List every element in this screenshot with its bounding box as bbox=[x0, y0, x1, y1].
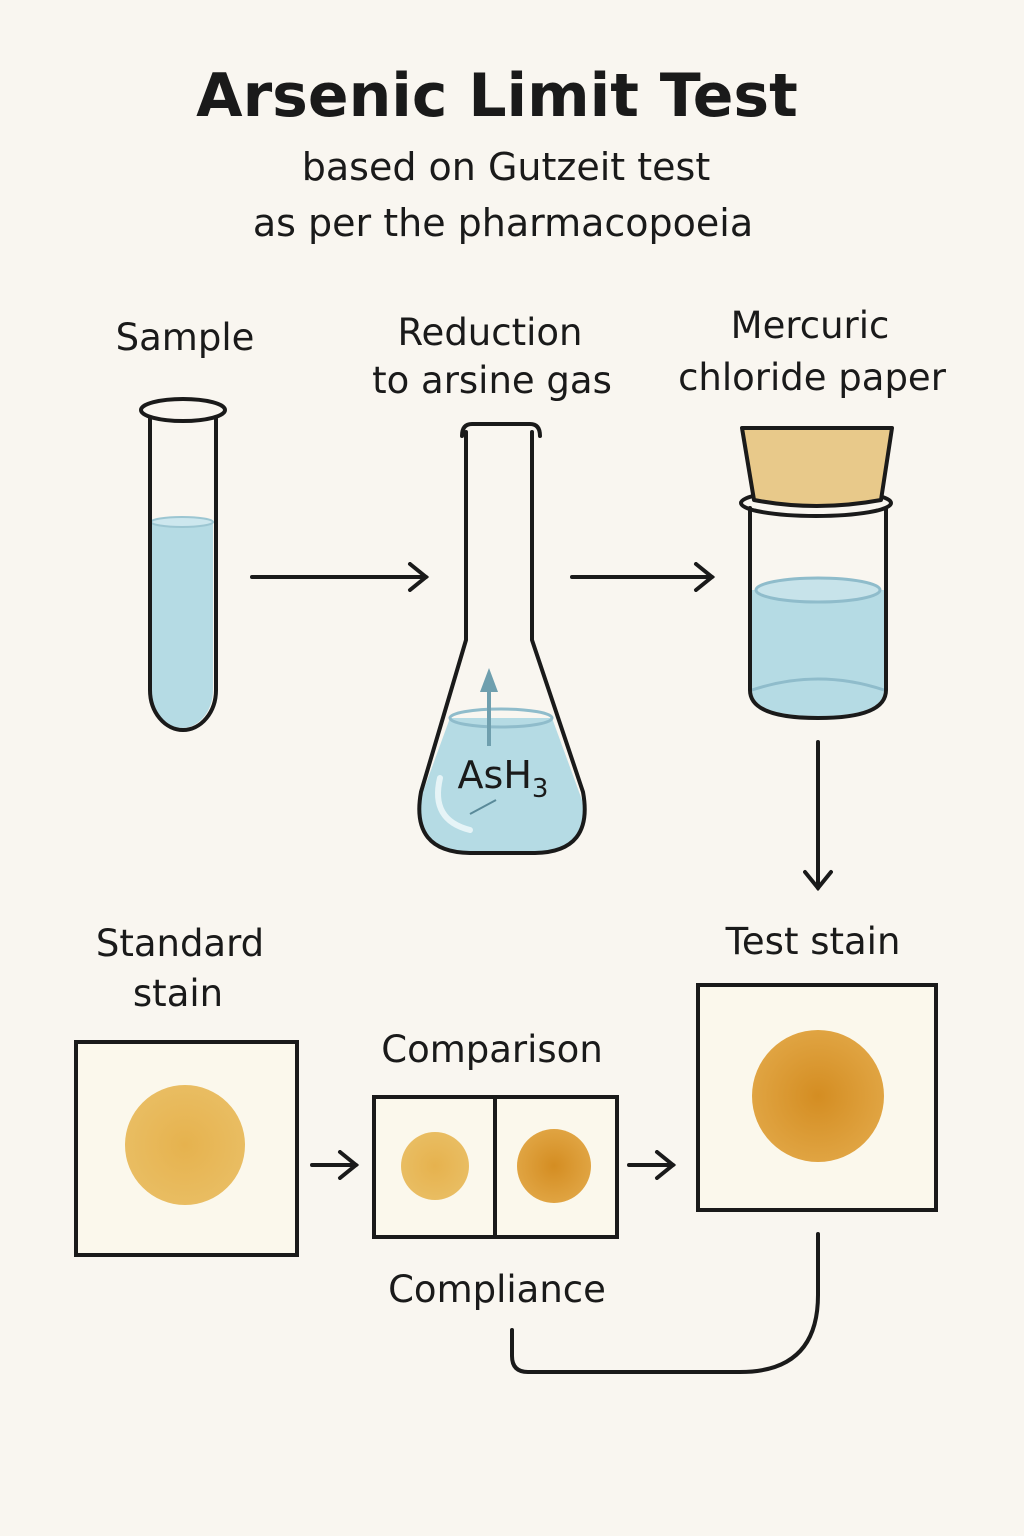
comparison-test-spot bbox=[517, 1129, 591, 1203]
conical-flask-icon: AsH3 bbox=[417, 422, 587, 855]
label-comparison: Comparison bbox=[381, 1028, 603, 1071]
beaker-with-mercuric-paper-icon bbox=[739, 426, 894, 720]
standard-stain-paper bbox=[74, 1040, 299, 1257]
comparison-standard-spot bbox=[401, 1132, 469, 1200]
subtitle-line-2: as per the pharmacopoeia bbox=[253, 201, 753, 245]
label-reduction-1: Reduction bbox=[398, 311, 583, 354]
test-stain-paper bbox=[696, 983, 938, 1212]
connector-test-to-compliance bbox=[510, 1232, 820, 1374]
label-reduction-2: to arsine gas bbox=[372, 359, 612, 402]
label-standard-1: Standard bbox=[96, 922, 264, 965]
subtitle-line-1: based on Gutzeit test bbox=[302, 145, 710, 189]
title: Arsenic Limit Test bbox=[196, 61, 798, 131]
test-tube-icon bbox=[139, 397, 227, 732]
label-compliance: Compliance bbox=[388, 1268, 606, 1311]
test-stain-spot bbox=[752, 1030, 884, 1162]
label-test-stain: Test stain bbox=[725, 920, 901, 963]
label-mercuric-1: Mercuric bbox=[731, 304, 890, 347]
standard-stain-spot bbox=[125, 1085, 245, 1205]
gas-formula: AsH3 bbox=[458, 753, 549, 804]
label-mercuric-2: chloride paper bbox=[678, 356, 947, 399]
label-standard-2: stain bbox=[133, 972, 223, 1015]
label-sample: Sample bbox=[116, 316, 255, 359]
comparison-panel bbox=[372, 1095, 619, 1239]
